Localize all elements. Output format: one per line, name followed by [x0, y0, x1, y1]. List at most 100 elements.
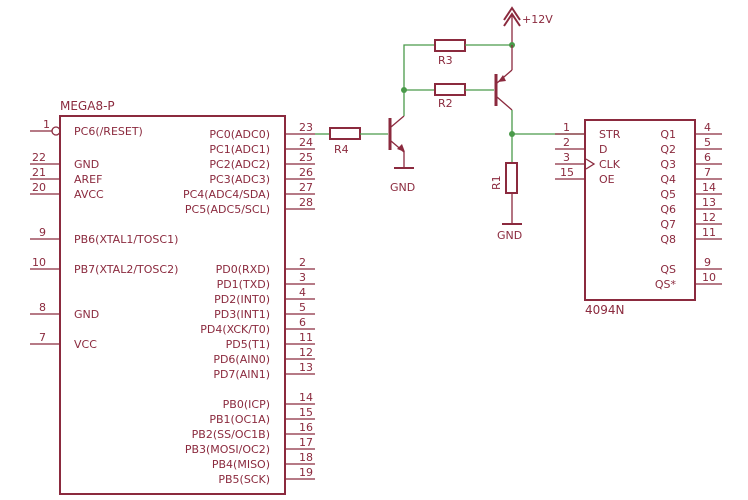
pin-label: Q7: [660, 218, 676, 231]
pin-label: PC4(ADC4/SDA): [183, 188, 270, 201]
sr-body: [584, 119, 696, 301]
pin-label: OE: [599, 173, 615, 186]
mcu-mega8: MEGA8-P 1 PC6(/RESET) 22 GND 21 AREF 20 …: [30, 99, 315, 495]
pin-label: PD0(RXD): [216, 263, 270, 276]
pin-number: 22: [32, 151, 46, 164]
resistor-label-r2: R2: [438, 97, 453, 110]
resistor-r3: R3: [434, 39, 466, 67]
pin-label: PD3(INT1): [214, 308, 270, 321]
pin-number: 9: [704, 256, 711, 269]
pin-label: PB5(SCK): [218, 473, 270, 486]
supply-label: +12V: [522, 13, 553, 26]
pin-number: 14: [702, 181, 716, 194]
pin-label: PD4(XCK/T0): [200, 323, 270, 336]
emitter-arrow-icon: [498, 75, 506, 82]
pin-number: 8: [39, 301, 46, 314]
pin-label: PB4(MISO): [212, 458, 270, 471]
pin-number: 28: [299, 196, 313, 209]
pin-label: AREF: [74, 173, 102, 186]
junction-dot: [401, 87, 407, 93]
pin-number: 14: [299, 391, 313, 404]
collector-line: [390, 115, 405, 128]
pin-label: D: [599, 143, 607, 156]
pin-number: 1: [563, 121, 570, 134]
pin-label: PB0(ICP): [223, 398, 270, 411]
pin-label: PC3(ADC3): [209, 173, 270, 186]
shift-register-4094: 4094N 1 STR 2 D 3 CLK 15 OE 4 Q1 5 Q2 6 …: [555, 119, 722, 317]
pin-label: VCC: [74, 338, 97, 351]
pin-number: 3: [563, 151, 570, 164]
pin-label: PC1(ADC1): [209, 143, 270, 156]
pin-number: 2: [563, 136, 570, 149]
inversion-bubble: [51, 126, 61, 136]
resistor-label-r1: R1: [490, 175, 503, 190]
resistor-body: [505, 162, 518, 194]
pin-number: 5: [704, 136, 711, 149]
resistor-r2: R2: [434, 83, 466, 110]
pin-number: 21: [32, 166, 46, 179]
pin-label: QS: [660, 263, 676, 276]
pin-number: 1: [43, 118, 50, 131]
pin-label: STR: [599, 128, 621, 141]
pin-number: 15: [560, 166, 574, 179]
supply-12v: +12V: [503, 6, 553, 45]
pin-number: 5: [299, 301, 306, 314]
pin-label: GND: [74, 308, 99, 321]
mcu-name: MEGA8-P: [60, 99, 115, 113]
pin-number: 4: [299, 286, 306, 299]
pin-label: PB7(XTAL2/TOSC2): [74, 263, 178, 276]
pin-number: 2: [299, 256, 306, 269]
pin-label: PD1(TXD): [217, 278, 270, 291]
pin-number: 13: [299, 361, 313, 374]
pin-label: PB1(OC1A): [209, 413, 270, 426]
pin-label: PC5(ADC5/SCL): [185, 203, 270, 216]
pin-number: 26: [299, 166, 313, 179]
pin-label: AVCC: [74, 188, 104, 201]
pin-label: GND: [74, 158, 99, 171]
pin-label: Q1: [660, 128, 676, 141]
pin-number: 23: [299, 121, 313, 134]
mcu-body: [59, 115, 286, 495]
pin-label: PB6(XTAL1/TOSC1): [74, 233, 178, 246]
pin-label: PB2(SS/OC1B): [192, 428, 270, 441]
resistor-body: [329, 127, 361, 140]
transistor-npn-lower: GND: [388, 115, 415, 194]
pin-number: 16: [299, 421, 313, 434]
supply-arrow-icon: [503, 6, 521, 21]
pin-number: 4: [704, 121, 711, 134]
pin-number: 15: [299, 406, 313, 419]
pin-number: 11: [299, 331, 313, 344]
pin-label: Q3: [660, 158, 676, 171]
pin-number: 11: [702, 226, 716, 239]
wire: [511, 110, 585, 135]
mcu-right-pins: 23 PC0(ADC0) 24 PC1(ADC1) 25 PC2(ADC2) 2…: [183, 121, 315, 486]
emitter-arrow-icon: [397, 144, 405, 152]
pin-number: 6: [299, 316, 306, 329]
pin-number: 10: [702, 271, 716, 284]
pin-label: Q2: [660, 143, 676, 156]
pin-number: 10: [32, 256, 46, 269]
clock-triangle-icon: [585, 158, 596, 170]
wire: [403, 44, 435, 116]
pin-label: PD7(AIN1): [213, 368, 270, 381]
pin-label: QS*: [655, 278, 677, 291]
pin-label: CLK: [599, 158, 621, 171]
pin-label: Q5: [660, 188, 676, 201]
pin-number: 27: [299, 181, 313, 194]
resistor-body: [434, 83, 466, 96]
pin-number: 17: [299, 436, 313, 449]
pin-number: 20: [32, 181, 46, 194]
resistor-r4: R4: [315, 127, 388, 156]
pin-label: PD5(T1): [226, 338, 270, 351]
ground-label: GND: [497, 229, 522, 242]
pin-label: PC2(ADC2): [209, 158, 270, 171]
pin-number: 25: [299, 151, 313, 164]
pin-number: 18: [299, 451, 313, 464]
pin-number: 24: [299, 136, 313, 149]
supply-arrow-icon: [503, 12, 521, 27]
pin-number: 3: [299, 271, 306, 284]
pin-number: 13: [702, 196, 716, 209]
pin-number: 12: [702, 211, 716, 224]
resistor-body: [434, 39, 466, 52]
